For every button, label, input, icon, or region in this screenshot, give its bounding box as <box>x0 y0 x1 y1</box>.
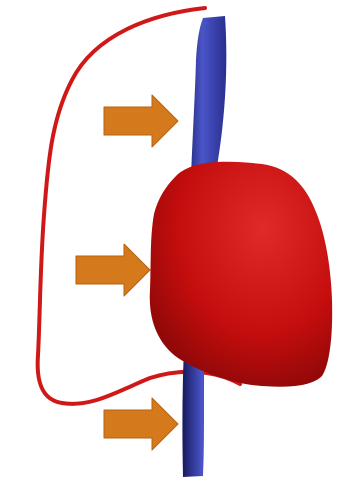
arrow-middle <box>76 244 150 296</box>
red-organ-blob <box>150 162 332 387</box>
arrow-bottom <box>104 398 178 450</box>
arrow-top <box>104 95 178 147</box>
